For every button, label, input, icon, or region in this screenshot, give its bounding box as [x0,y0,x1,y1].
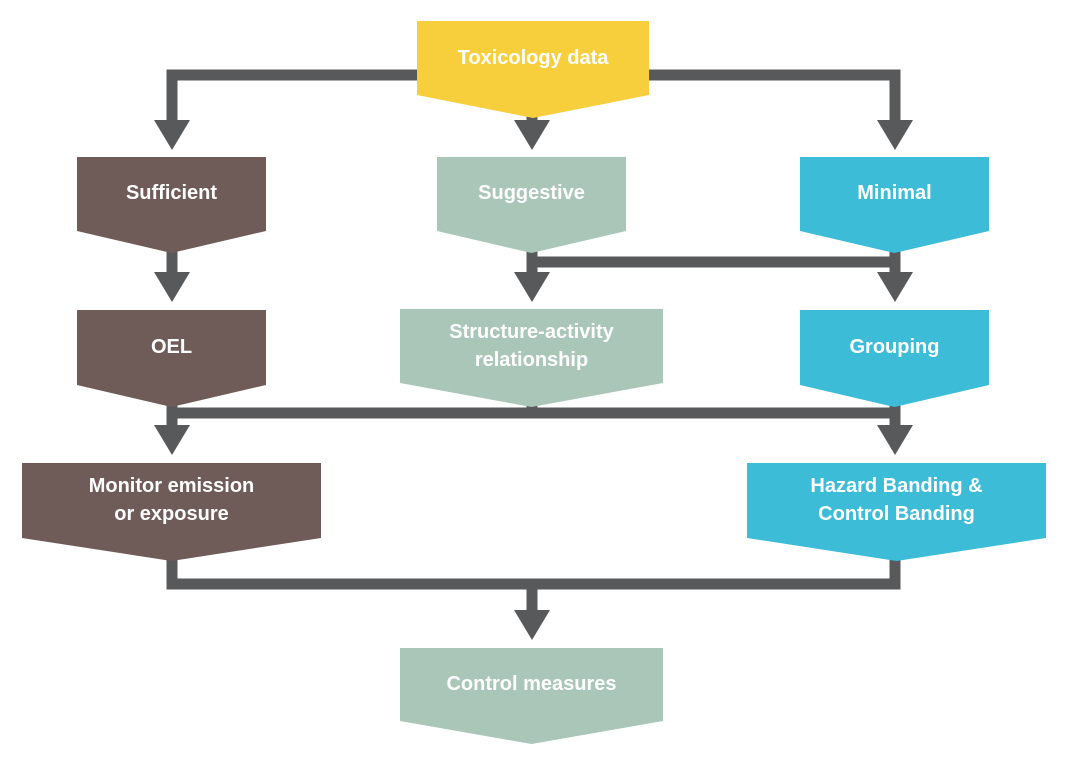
node-label: Minimal [857,182,932,204]
node-shape [22,463,321,561]
node-minimal: Minimal [800,157,989,253]
node-label: Suggestive [478,182,585,204]
node-sufficient: Sufficient [77,157,266,253]
node-oel: OEL [77,310,266,407]
node-label: OEL [150,336,193,358]
node-control-measures: Control measures [400,648,663,744]
arrow-to-sar [514,272,550,302]
arrow-to-hazard [877,425,913,455]
connector-line [643,69,901,126]
node-hazard-banding: Hazard Banding & Control Banding [747,463,1046,561]
arrow-to-control [514,610,550,640]
node-toxicology-data: Toxicology data [417,21,649,118]
node-monitor-emission: Monitor emission or exposure [22,463,321,561]
node-suggestive: Suggestive [437,157,626,253]
node-shape [747,463,1046,561]
node-structure-activity-relationship: Structure-activity relationship [400,309,663,407]
arrow-to-sufficient [154,120,190,150]
arrow-to-minimal [877,120,913,150]
node-shape [77,157,266,253]
node-label: Monitor emission or exposure [88,475,255,525]
node-label: Sufficient [125,182,218,204]
node-shape [417,21,649,118]
node-label: Structure-activity relationship [449,321,614,371]
node-shape [800,310,989,407]
node-shape [800,157,989,253]
node-label: Hazard Banding & Control Banding [810,475,983,525]
arrow-to-monitor [154,425,190,455]
node-label: Toxicology data [457,47,609,69]
node-grouping: Grouping [800,310,989,407]
node-shape [437,157,626,253]
node-label: Grouping [849,336,940,358]
node-shape [77,310,266,407]
node-shape [400,648,663,744]
arrow-to-oel [154,272,190,302]
node-shape [400,309,663,407]
arrow-to-suggestive [514,120,550,150]
connector-line [166,69,423,126]
node-label: Control measures [446,673,617,695]
arrow-to-grouping [877,272,913,302]
